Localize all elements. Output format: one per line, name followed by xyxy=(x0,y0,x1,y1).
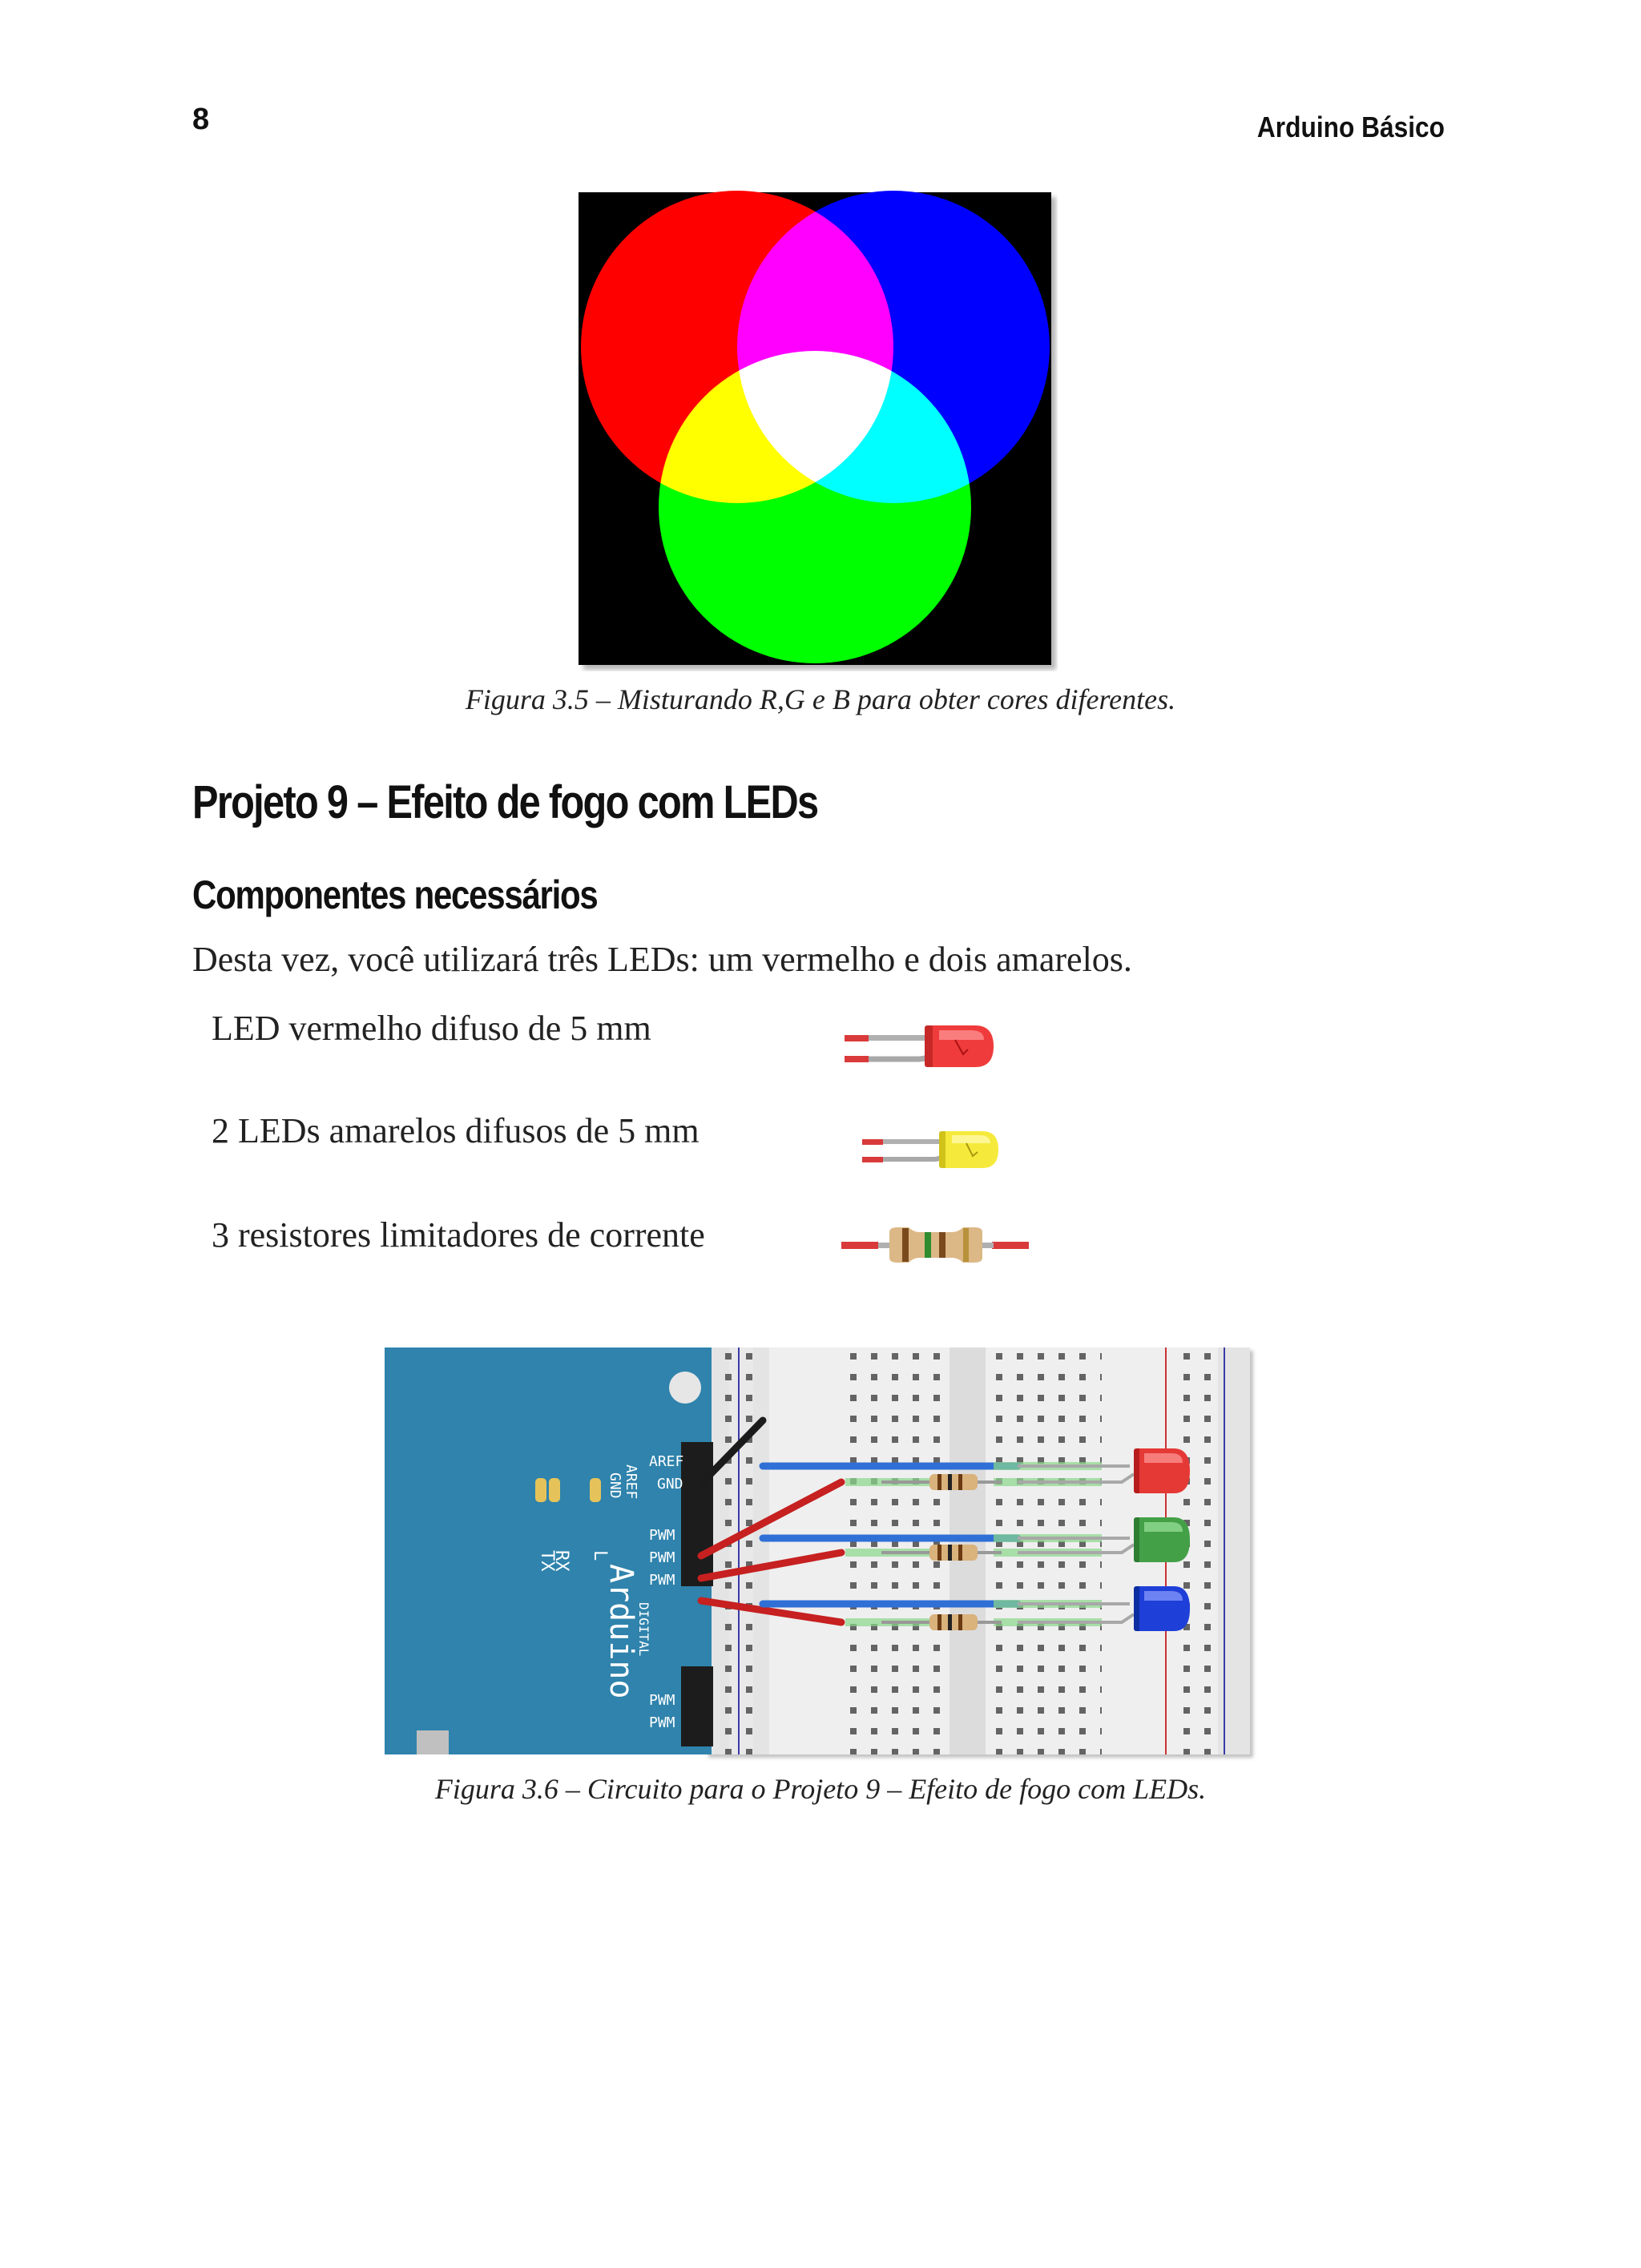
pwm-label-5: PWM xyxy=(649,1714,675,1731)
resistor-icon xyxy=(840,1221,1032,1269)
green-circle xyxy=(659,351,971,663)
page-number: 8 xyxy=(192,103,210,136)
red-led xyxy=(1134,1448,1190,1493)
pwm-label-10: PWM xyxy=(649,1549,675,1566)
red-led-icon xyxy=(843,1016,1035,1080)
l-label: L xyxy=(590,1550,610,1561)
digital-label: DIGITAL xyxy=(636,1602,651,1656)
wire-pin9 xyxy=(697,1597,845,1626)
circuit-diagram: TX RX L Arduino AREF GND PWM PWM PWM PWM… xyxy=(385,1348,1250,1754)
resistor-2 xyxy=(881,1545,1002,1561)
pin-label-gnd: GND xyxy=(607,1472,623,1499)
wire-pin10 xyxy=(697,1549,845,1582)
intro-paragraph: Desta vez, você utilizará três LEDs: um … xyxy=(192,940,1132,979)
tx-label: TX xyxy=(537,1550,557,1572)
component-label-red-led: LED vermelho difuso de 5 mm xyxy=(212,1009,651,1048)
component-label-yellow-leds: 2 LEDs amarelos difusos de 5 mm xyxy=(212,1111,700,1150)
resistor-1 xyxy=(881,1474,1002,1490)
rx-label: RX xyxy=(551,1550,571,1572)
green-led xyxy=(1134,1517,1190,1562)
resistor-3 xyxy=(881,1614,1002,1630)
pwm-label-6: PWM xyxy=(649,1692,675,1709)
figure-3-5-caption: Figura 3.5 – Misturando R,G e B para obt… xyxy=(465,683,1176,715)
circuit-figure: TX RX L Arduino AREF GND PWM PWM PWM PWM… xyxy=(385,1346,1258,1762)
section-title: Projeto 9 – Efeito de fogo com LEDs xyxy=(192,776,819,828)
section-subtitle: Componentes necessários xyxy=(192,872,599,917)
rgb-venn-diagram xyxy=(579,191,1051,665)
pwm-label-11: PWM xyxy=(649,1527,675,1544)
yellow-led-icon xyxy=(854,1122,1030,1178)
wire-pin11 xyxy=(697,1478,845,1560)
running-header: Arduino Básico xyxy=(1256,111,1445,143)
blue-led xyxy=(1134,1586,1190,1631)
pwm-label-9: PWM xyxy=(649,1572,675,1589)
component-label-resistors: 3 resistores limitadores de corrente xyxy=(212,1215,705,1255)
gnd-wire xyxy=(697,1416,767,1488)
arduino-board xyxy=(385,1348,712,1754)
board-name: Arduino xyxy=(603,1564,639,1699)
pin-label-aref: AREF xyxy=(623,1464,639,1499)
figure-3-6-caption: Figura 3.6 – Circuito para o Projeto 9 –… xyxy=(434,1773,1207,1805)
gnd-label: GND xyxy=(657,1476,683,1493)
rgb-mixing-figure xyxy=(577,191,1058,671)
aref-label: AREF xyxy=(649,1453,683,1470)
mounting-hole xyxy=(669,1372,701,1404)
